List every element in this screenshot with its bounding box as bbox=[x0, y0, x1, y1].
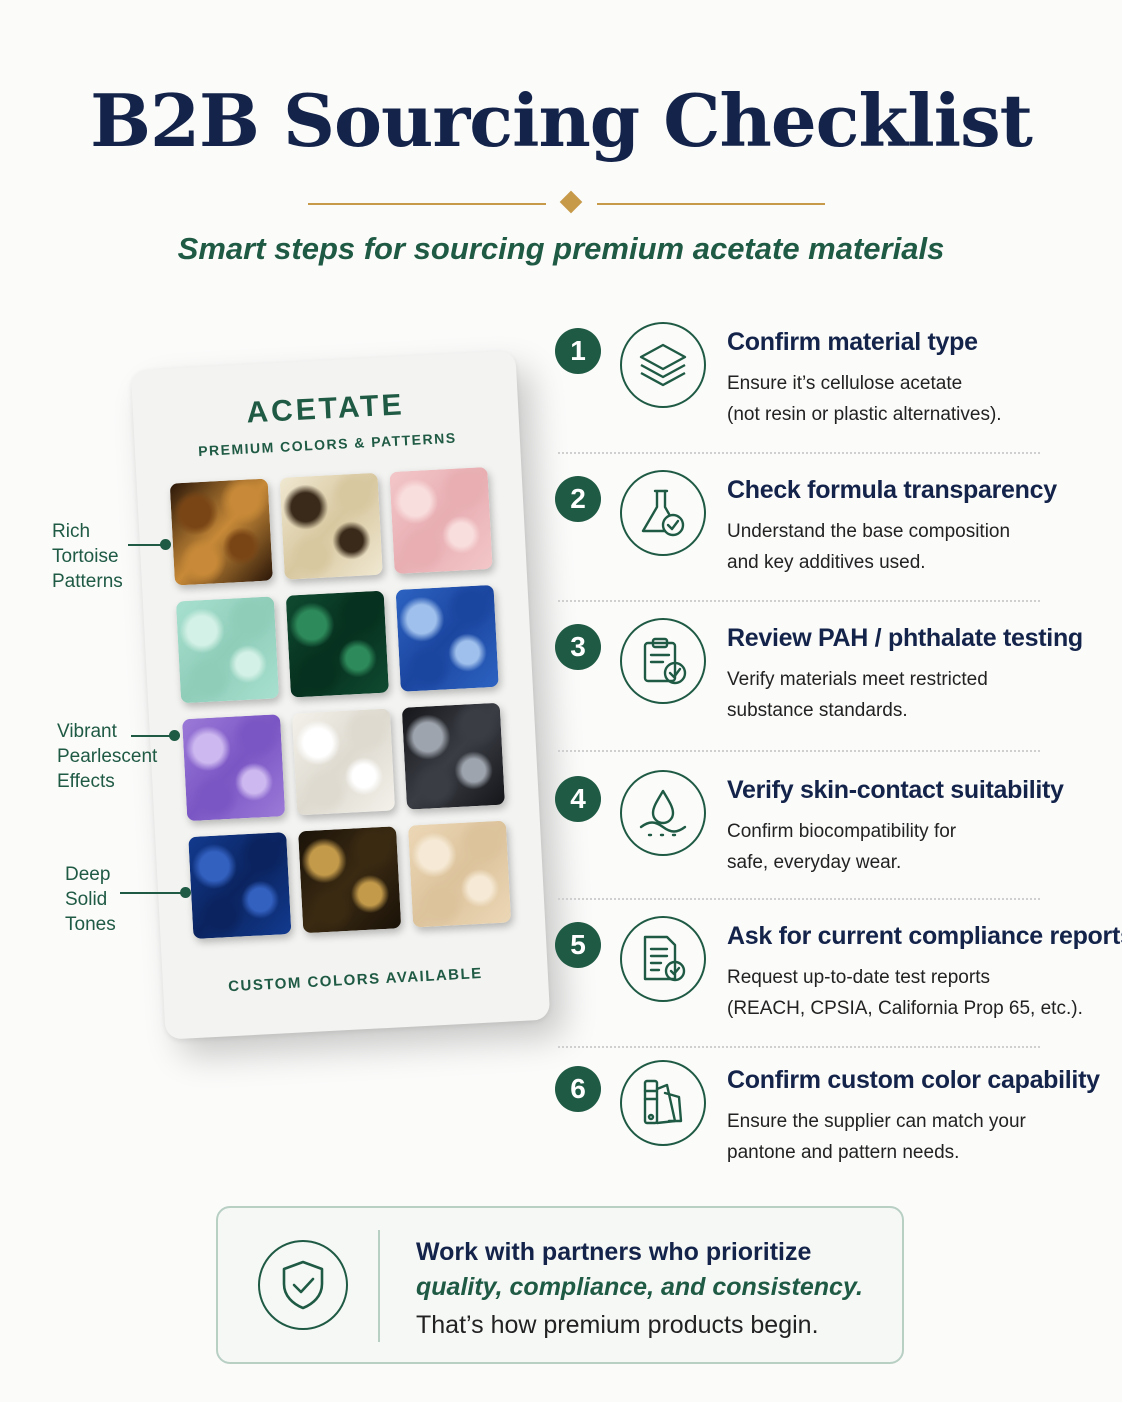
swatch-tortoise-dark bbox=[169, 478, 273, 586]
skin-drop-icon bbox=[620, 770, 706, 856]
swatch-pearl-pink bbox=[389, 467, 493, 574]
callout-line: Pearlescent bbox=[57, 746, 158, 767]
footer-line-1: Work with partners who prioritize bbox=[416, 1238, 812, 1266]
step-title: Review PAH / phthalate testing bbox=[727, 624, 1083, 652]
step-number: 1 bbox=[555, 328, 601, 374]
step-title: Check formula transparency bbox=[727, 476, 1057, 504]
desc-line: pantone and pattern needs. bbox=[727, 1142, 960, 1163]
step-separator bbox=[558, 750, 1040, 752]
step-title: Ask for current compliance reports bbox=[727, 922, 1122, 950]
swatch-tortoise-cream bbox=[279, 472, 383, 580]
swatch-pearl-mint bbox=[175, 596, 280, 704]
step-1: 1 Confirm material type Ensure it’s cell… bbox=[555, 322, 1057, 468]
swatch-pearl-emerald bbox=[285, 590, 389, 698]
step-number: 4 bbox=[555, 776, 601, 822]
title-divider-left bbox=[308, 203, 546, 205]
step-5: 5 Ask for current compliance reports Req… bbox=[555, 916, 1122, 1062]
swatch-grid bbox=[169, 467, 513, 940]
desc-line: substance standards. bbox=[727, 700, 908, 721]
page-subtitle: Smart steps for sourcing premium acetate… bbox=[177, 231, 945, 266]
callout-line: Solid bbox=[65, 889, 108, 910]
page-title: B2B Sourcing Checklist bbox=[90, 78, 1033, 163]
step-3: 3 Review PAH / phthalate testing Verify … bbox=[555, 618, 1083, 764]
step-description: Confirm biocompatibility for safe, every… bbox=[727, 816, 1057, 878]
step-number: 5 bbox=[555, 922, 601, 968]
callout-dot bbox=[180, 887, 191, 898]
shield-check-icon bbox=[258, 1240, 348, 1330]
step-separator bbox=[558, 600, 1040, 602]
diamond-icon bbox=[559, 190, 583, 214]
callout-connector bbox=[131, 735, 171, 737]
callout-line: Patterns bbox=[52, 571, 123, 592]
swatch-pearl-lavender bbox=[182, 714, 286, 822]
step-separator bbox=[558, 1046, 1040, 1048]
footer-banner: Work with partners who prioritize qualit… bbox=[216, 1206, 904, 1364]
desc-line: Confirm biocompatibility for bbox=[727, 821, 957, 842]
desc-line: Verify materials meet restricted bbox=[727, 669, 988, 690]
acetate-swatch-card: ACETATE PREMIUM COLORS & PATTERNS CUSTOM… bbox=[130, 350, 551, 1040]
desc-line: (not resin or plastic alternatives). bbox=[727, 404, 1002, 425]
step-title: Verify skin-contact suitability bbox=[727, 776, 1064, 804]
callout-dot bbox=[169, 730, 180, 741]
step-title: Confirm material type bbox=[727, 328, 978, 356]
layers-icon bbox=[620, 322, 706, 408]
desc-line: (REACH, CPSIA, California Prop 65, etc.)… bbox=[727, 998, 1083, 1019]
callout-line: Vibrant bbox=[57, 721, 117, 742]
callout-line: Deep bbox=[65, 864, 111, 885]
step-6: 6 Confirm custom color capability Ensure… bbox=[555, 1060, 1100, 1206]
callout-connector bbox=[128, 544, 162, 546]
callout-pearlescent: Vibrant Pearlescent Effects bbox=[57, 719, 157, 794]
callout-dot bbox=[160, 539, 171, 550]
callout-line: Effects bbox=[57, 771, 115, 792]
clipboard-check-icon bbox=[620, 618, 706, 704]
callout-solid: Deep Solid Tones bbox=[65, 862, 116, 937]
step-2: 2 Check formula transparency Understand … bbox=[555, 470, 1057, 616]
step-number: 6 bbox=[555, 1066, 601, 1112]
desc-line: Understand the base composition bbox=[727, 521, 1011, 542]
callout-tortoise: Rich Tortoise Patterns bbox=[52, 519, 123, 594]
footer-line-3: That’s how premium products begin. bbox=[416, 1311, 819, 1339]
step-number: 3 bbox=[555, 624, 601, 670]
desc-line: Ensure the supplier can match your bbox=[727, 1111, 1026, 1132]
flask-check-icon bbox=[620, 470, 706, 556]
desc-line: Ensure it’s cellulose acetate bbox=[727, 373, 963, 394]
footer-divider bbox=[378, 1230, 380, 1342]
callout-connector bbox=[120, 892, 182, 894]
swatch-pearl-blue bbox=[395, 584, 499, 692]
title-divider-right bbox=[597, 203, 825, 205]
step-description: Verify materials meet restricted substan… bbox=[727, 664, 1057, 726]
callout-line: Tortoise bbox=[52, 546, 119, 567]
card-footer: CUSTOM COLORS AVAILABLE bbox=[227, 964, 484, 996]
step-description: Ensure the supplier can match your panto… bbox=[727, 1106, 1057, 1168]
swatch-pearl-white bbox=[291, 708, 396, 816]
step-4: 4 Verify skin-contact suitability Confir… bbox=[555, 770, 1064, 916]
desc-line: and key additives used. bbox=[727, 552, 926, 573]
desc-line: Request up-to-date test reports bbox=[727, 967, 990, 988]
step-description: Request up-to-date test reports (REACH, … bbox=[727, 962, 1083, 1024]
swatch-black-grey bbox=[401, 702, 505, 810]
desc-line: safe, everyday wear. bbox=[727, 852, 902, 873]
footer-line-2: quality, compliance, and consistency. bbox=[416, 1273, 863, 1301]
step-number: 2 bbox=[555, 476, 601, 522]
step-description: Understand the base composition and key … bbox=[727, 516, 1057, 578]
step-separator bbox=[558, 452, 1040, 454]
step-description: Ensure it’s cellulose acetate (not resin… bbox=[727, 368, 1057, 430]
step-separator bbox=[558, 898, 1040, 900]
callout-line: Rich bbox=[52, 521, 91, 542]
step-title: Confirm custom color capability bbox=[727, 1066, 1100, 1094]
swatch-pearl-navy bbox=[188, 832, 292, 940]
callout-line: Tones bbox=[65, 914, 116, 935]
swatch-pearl-champagne bbox=[407, 820, 512, 928]
color-fan-icon bbox=[620, 1060, 706, 1146]
report-check-icon bbox=[620, 916, 706, 1002]
swatch-tortoise-black-gold bbox=[298, 826, 402, 934]
